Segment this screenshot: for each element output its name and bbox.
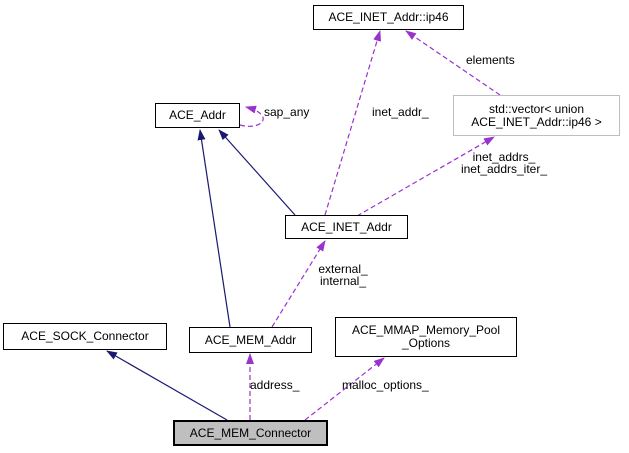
edge-label-sap-any: sap_any [264, 105, 310, 119]
edge-label-address: address_ [250, 378, 300, 392]
edge-label-external-internal: external_ internal_ [318, 262, 368, 288]
edge-inetaddr-to-aceaddr [218, 129, 296, 216]
edge-inetaddr-to-vector [356, 136, 495, 217]
edge-label-inet-addr: inet_addr_ [372, 105, 429, 119]
edge-inetaddr-to-ip46 [324, 30, 381, 216]
edge-memaddr-to-inetaddr [271, 240, 326, 328]
edge-memconnector-to-mmap [304, 357, 385, 421]
node-ace-mmap-memory-pool-options[interactable]: ACE_MMAP_Memory_Pool _Options [335, 317, 517, 357]
edge-aceaddr-self-loop [239, 105, 264, 127]
node-ace-addr[interactable]: ACE_Addr [155, 103, 240, 128]
edge-memconnector-to-sockconnector [106, 350, 228, 421]
node-ace-sock-connector[interactable]: ACE_SOCK_Connector [3, 323, 167, 350]
edge-label-inet-addrs: inet_addrs_ inet_addrs_iter_ [460, 150, 548, 176]
edge-label-elements: elements [466, 53, 515, 67]
node-std-vector-ip46: std::vector< union ACE_INET_Addr::ip46 > [453, 95, 620, 136]
node-ace-inet-addr[interactable]: ACE_INET_Addr [285, 215, 408, 239]
node-ace-mem-addr[interactable]: ACE_MEM_Addr [189, 327, 312, 353]
edge-label-malloc-options: malloc_options_ [342, 378, 429, 392]
node-ace-inet-addr-ip46[interactable]: ACE_INET_Addr::ip46 [313, 5, 464, 30]
node-ace-mem-connector: ACE_MEM_Connector [173, 420, 328, 446]
edge-memaddr-to-aceaddr [197, 129, 231, 328]
edge-vector-to-ip46 [405, 30, 501, 96]
